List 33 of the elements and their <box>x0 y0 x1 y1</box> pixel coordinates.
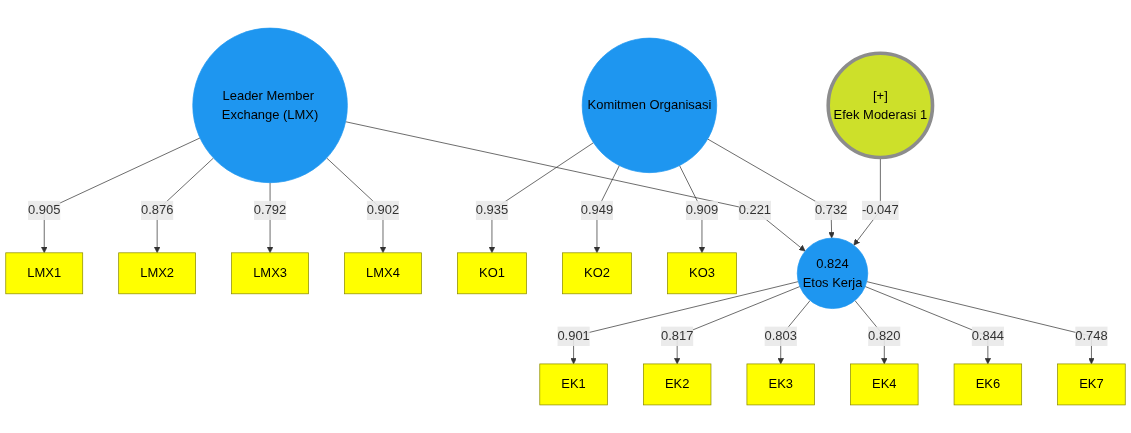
node-box: KO1 <box>457 252 527 295</box>
node-box: EK1 <box>539 363 608 406</box>
edge-label: 0.221 <box>738 202 772 218</box>
edge-label: 0.909 <box>685 202 719 218</box>
node-box: LMX4 <box>344 252 422 295</box>
node-box: LMX3 <box>231 252 309 295</box>
node-box: KO3 <box>667 252 737 295</box>
edge-label: 0.876 <box>140 202 174 218</box>
node-box: EK6 <box>953 363 1023 406</box>
edge-label: 0.949 <box>580 202 614 218</box>
node-box: EK7 <box>1057 363 1126 406</box>
edge-label: 0.748 <box>1075 328 1108 344</box>
edge-label: 0.901 <box>557 328 590 344</box>
node-box: KO2 <box>562 252 632 295</box>
node-circle: Leader Member Exchange (LMX) <box>192 27 348 184</box>
edge-label: 0.844 <box>971 328 1005 344</box>
edge-label: 0.803 <box>764 328 797 344</box>
node-box: LMX1 <box>5 252 84 295</box>
edge-label: 0.792 <box>253 202 287 218</box>
node-box: EK3 <box>746 363 815 406</box>
edge-label: 0.902 <box>366 202 400 218</box>
edge-label: -0.047 <box>862 202 899 218</box>
edge-label: 0.935 <box>475 202 509 218</box>
node-box: LMX2 <box>118 252 196 295</box>
edge-label: 0.905 <box>28 202 61 218</box>
edge-label: 0.817 <box>660 328 694 344</box>
edge-label: 0.732 <box>814 202 848 218</box>
node-circle: Komitmen Organisasi <box>581 37 718 173</box>
node-circle: [+] Efek Moderasi 1 <box>826 51 935 160</box>
edge-label: 0.820 <box>868 328 901 344</box>
node-box: EK2 <box>643 363 712 406</box>
node-circle: 0.824 Etos Kerja <box>796 237 869 309</box>
node-box: EK4 <box>850 363 919 406</box>
